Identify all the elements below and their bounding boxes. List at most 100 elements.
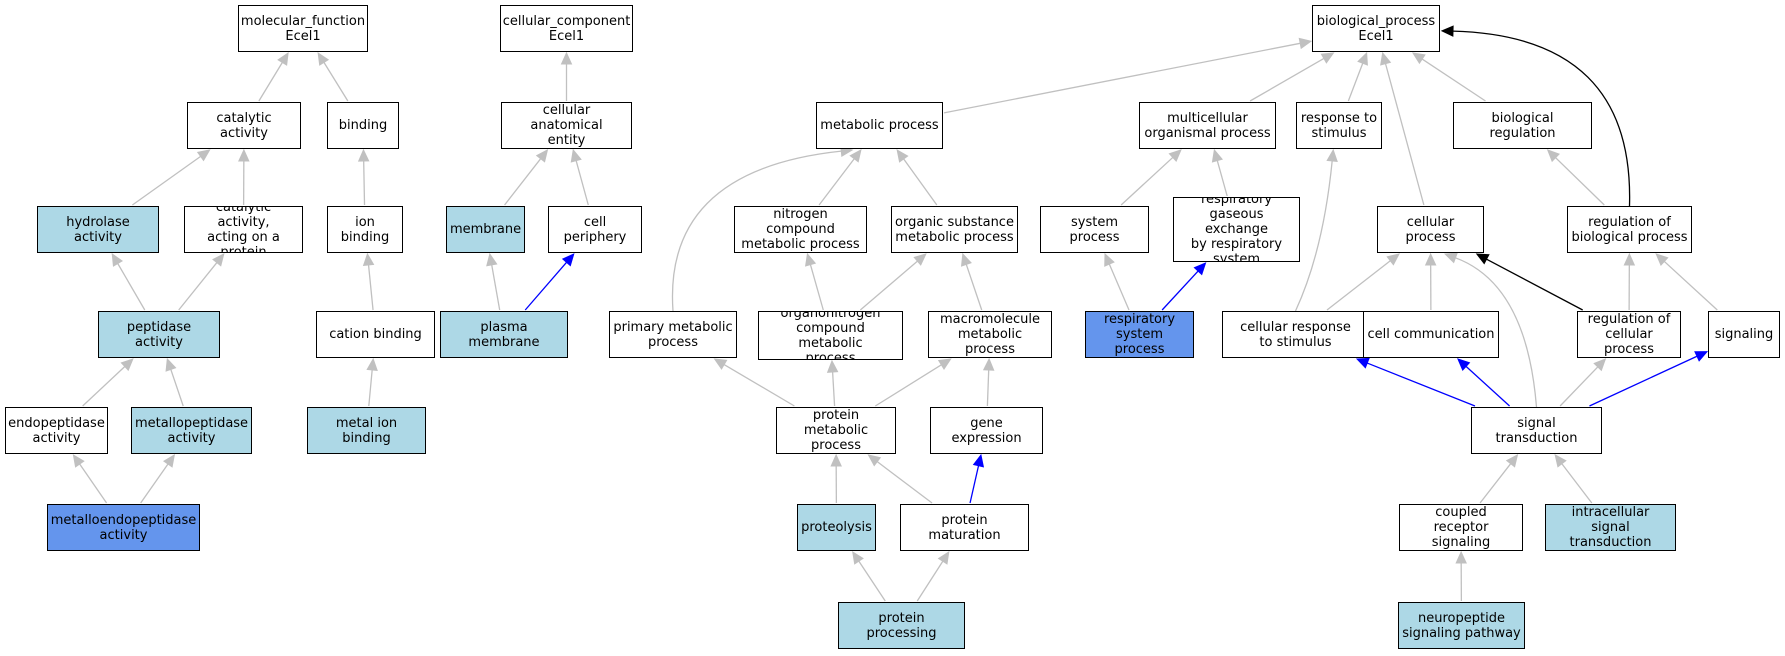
arrowhead-icon [1411, 52, 1426, 65]
arrowhead-icon [1298, 37, 1313, 50]
edge-resp-sys-to-system [1108, 263, 1130, 311]
arrowhead-icon [1211, 148, 1223, 163]
node-mf-root: molecular_function Ecel1 [238, 5, 368, 52]
edge-prot-proc-to-prot-mat [916, 560, 944, 602]
arrowhead-icon [1593, 358, 1607, 372]
edge-periphery-to-cae [575, 160, 589, 206]
edge-plasma-to-periphery [524, 261, 568, 311]
arrowhead-icon [937, 358, 952, 370]
node-neuropep: neuropeptide signaling pathway [1398, 602, 1525, 649]
edge-gpcr-to-sig-trans [1479, 463, 1512, 504]
node-peptidase: peptidase activity [98, 311, 220, 358]
arrowhead-icon [1355, 357, 1370, 369]
arrowhead-icon [805, 252, 817, 267]
arrowhead-icon [1386, 253, 1400, 266]
node-gene-exp: gene expression [930, 407, 1043, 454]
arrowhead-icon [1475, 253, 1490, 265]
arrowhead-icon [972, 453, 985, 468]
edge-resp-stim-to-bp-root [1347, 63, 1364, 102]
arrowhead-icon [1455, 550, 1467, 564]
arrowhead-icon [1380, 51, 1392, 66]
node-macro: macromolecule metabolic process [928, 311, 1052, 358]
node-reg-bio: regulation of biological process [1567, 206, 1692, 253]
edge-nitrogen-to-metabolic [818, 158, 855, 206]
arrowhead-icon [937, 550, 950, 565]
node-metal-ion: metal ion binding [307, 407, 426, 454]
node-bio-reg: biological regulation [1453, 102, 1592, 149]
edge-ion-binding-to-binding [363, 160, 366, 206]
edge-endopeptidase-to-peptidase [82, 366, 126, 407]
node-cell-comm: cell communication [1363, 311, 1499, 358]
node-plasma: plasma membrane [440, 311, 568, 358]
edge-multicell-to-bp-root [1249, 57, 1325, 102]
arrowhead-icon [713, 358, 728, 370]
arrowhead-icon [1443, 252, 1458, 264]
arrowhead-icon [277, 51, 289, 66]
arrowhead-icon [165, 357, 177, 372]
arrowhead-icon [486, 252, 498, 267]
node-cell-resp: cellular response to stimulus [1222, 311, 1369, 358]
arrowhead-icon [357, 148, 370, 162]
node-system: system process [1040, 206, 1149, 253]
node-signaling: signaling [1708, 311, 1780, 358]
edge-metal-ion-to-cation-binding [368, 369, 373, 407]
arrowhead-icon [1457, 358, 1471, 372]
arrowhead-icon [1326, 148, 1338, 163]
edge-cell-resp-to-cellular [1326, 260, 1391, 311]
edge-cellular-to-bp-root [1384, 63, 1425, 206]
edge-organic-to-metabolic [903, 158, 938, 206]
node-cc-root: cellular_component Ecel1 [500, 5, 633, 52]
arrowhead-icon [1694, 351, 1709, 362]
edge-sig-trans-to-cellular [1455, 257, 1538, 408]
edge-gene-exp-to-macro [986, 369, 990, 407]
edge-metallopeptidase-to-peptidase [170, 369, 184, 407]
arrowhead-icon [1655, 253, 1669, 267]
arrowhead-icon [162, 454, 176, 468]
edge-metalloendo-to-metallopeptidase [140, 463, 169, 504]
arrowhead-icon [896, 149, 909, 163]
edge-plasma-to-membrane [491, 264, 501, 311]
edge-hydrolase-to-catalytic [132, 155, 202, 206]
node-organic: organic substance metabolic process [891, 206, 1018, 253]
edge-cell-resp-to-resp-stim [1294, 160, 1333, 312]
arrowhead-icon [960, 252, 972, 267]
arrowhead-icon [1320, 52, 1335, 64]
arrowhead-icon [561, 253, 575, 267]
arrowhead-icon [1193, 262, 1207, 276]
node-prot-met: protein metabolic process [776, 407, 896, 454]
arrowhead-icon [366, 357, 378, 371]
edge-catalytic-to-mf-root [258, 62, 283, 102]
node-membrane: membrane [446, 206, 525, 253]
edge-gas-exch-to-multicell [1216, 160, 1228, 197]
edge-peptidase-to-hydrolase [117, 263, 146, 311]
arrowhead-icon [1104, 252, 1115, 267]
node-metalloendo: metalloendopeptidase activity [47, 504, 200, 551]
node-metabolic: metabolic process [816, 102, 943, 149]
node-periphery: cell periphery [548, 206, 642, 253]
edge-membrane-to-cae [504, 158, 542, 206]
edge-prot-mat-to-prot-met [876, 461, 933, 504]
arrowhead-icon [1168, 149, 1182, 163]
edge-prot-met-to-primary [723, 364, 795, 407]
arrowhead-icon [560, 51, 573, 65]
node-intracell: intracellular signal transduction [1545, 504, 1676, 551]
edge-binding-to-mf-root [323, 62, 349, 102]
node-primary: primary metabolic process [609, 311, 737, 358]
arrowhead-icon [826, 359, 839, 373]
edge-sig-trans-to-reg-cell [1559, 366, 1599, 407]
edge-organonitrogen-to-nitrogen [809, 264, 824, 311]
arrowhead-icon [867, 454, 882, 467]
edge-reg-bio-to-bp-root [1452, 30, 1631, 207]
arrowhead-icon [1546, 149, 1560, 163]
arrowhead-icon [830, 453, 842, 467]
arrowhead-icon [852, 550, 864, 565]
node-proteolysis: proteolysis [797, 504, 876, 551]
node-cae: cellular anatomical entity [501, 102, 632, 149]
arrowhead-icon [317, 51, 330, 66]
arrowhead-icon [913, 253, 927, 266]
node-cat-protein: catalytic activity, acting on a protein [184, 206, 303, 253]
node-cation-binding: cation binding [316, 311, 435, 358]
node-resp-stim: response to stimulus [1296, 102, 1382, 149]
